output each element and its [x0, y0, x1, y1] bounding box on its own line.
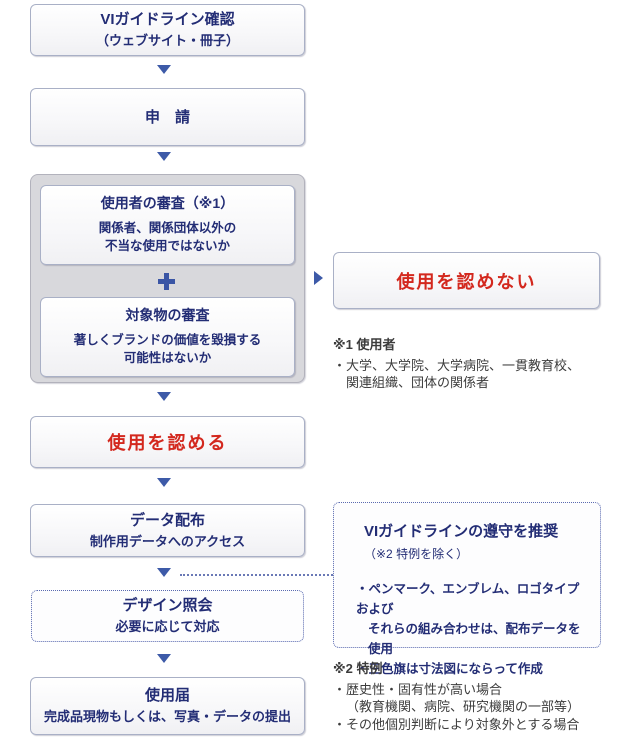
recommendation-bullets: ・ペンマーク、エンブレム、ロゴタイプおよび それらの組み合わせは、配布データを使…	[356, 579, 588, 679]
step-title: 使用届	[144, 687, 190, 705]
note-2: ※2 特例 ・歴史性・固有性が高い場合 （教育機関、病院、研究機関の一部等） ・…	[333, 660, 613, 733]
arrow-down-icon	[157, 65, 171, 74]
note-line: ・大学、大学院、大学病院、一貫教育校、	[333, 357, 581, 373]
dotted-connector-line	[180, 574, 333, 576]
recommendation-box: VIガイドラインの遵守を推奨 （※2 特例を除く） ・ペンマーク、エンブレム、ロ…	[333, 502, 601, 676]
step-title: 使用者の審査（※1）	[100, 194, 235, 211]
note-line: （教育機関、病院、研究機関の一部等）	[346, 699, 581, 714]
step-title: 申 請	[144, 108, 190, 126]
step-subtitle: 完成品現物もしくは、写真・データの提出	[43, 709, 291, 725]
step-design-inquiry-box: デザイン照会 必要に応じて対応	[31, 590, 304, 642]
step-user-review-box: 使用者の審査（※1） 関係者、関係団体以外の 不当な使用ではないか	[40, 185, 295, 265]
approve-label: 使用を認める	[107, 433, 228, 453]
step-application-box: 申 請	[30, 88, 305, 146]
arrow-down-icon	[157, 478, 171, 487]
step-usage-report-box: 使用届 完成品現物もしくは、写真・データの提出	[30, 677, 305, 735]
result-approve-box: 使用を認める	[30, 416, 305, 468]
arrow-down-icon	[157, 152, 171, 161]
step-title: VIガイドライン確認	[100, 11, 235, 29]
step-body-line: 不当な使用ではないか	[104, 239, 230, 254]
step-body: 著しくブランドの価値を毀損する 可能性はないか	[74, 331, 262, 369]
note-line: 関連組織、団体の関係者	[346, 375, 490, 390]
bullet-line: それらの組み合わせは、配布データを使用	[368, 622, 581, 656]
step-object-review-box: 対象物の審査 著しくブランドの価値を毀損する 可能性はないか	[40, 297, 295, 377]
note-1: ※1 使用者 ・大学、大学院、大学病院、一貫教育校、 関連組織、団体の関係者	[333, 336, 613, 392]
step-subtitle: 制作用データへのアクセス	[89, 533, 246, 549]
note-line: ・その他個別判断により対象外とする場合	[333, 716, 580, 732]
step-body-line: 著しくブランドの価値を毀損する	[73, 332, 262, 347]
step-body-line: 関係者、関係団体以外の	[98, 220, 237, 235]
result-deny-box: 使用を認めない	[333, 252, 600, 309]
step-data-distribution-box: データ配布 制作用データへのアクセス	[30, 504, 305, 557]
note-heading: ※2 特例	[333, 661, 383, 676]
plus-icon	[158, 273, 175, 290]
step-body-line: 可能性はないか	[123, 351, 212, 366]
step-body: 関係者、関係団体以外の 不当な使用ではないか	[99, 219, 237, 257]
arrow-down-icon	[157, 568, 171, 577]
step-guideline-check-box: VIガイドライン確認 （ウェブサイト・冊子）	[30, 4, 305, 56]
step-title: デザイン照会	[122, 597, 213, 615]
deny-label: 使用を認めない	[396, 271, 537, 292]
recommendation-title: VIガイドラインの遵守を推奨	[364, 523, 559, 540]
step-title: 対象物の審査	[125, 306, 210, 323]
note-heading: ※1 使用者	[333, 337, 396, 352]
bullet-line: ・三色旗は寸法図にならって作成	[356, 662, 543, 676]
recommendation-condition: （※2 特例を除く）	[364, 547, 469, 561]
arrow-down-icon	[157, 654, 171, 663]
arrow-down-icon	[157, 392, 171, 401]
bullet-line: ・ペンマーク、エンブレム、ロゴタイプおよび	[356, 582, 580, 616]
note-line: ・歴史性・固有性が高い場合	[333, 681, 503, 697]
step-subtitle: 必要に応じて対応	[115, 619, 220, 635]
step-subtitle: （ウェブサイト・冊子）	[95, 33, 239, 49]
step-title: データ配布	[129, 511, 205, 529]
arrow-right-icon	[314, 271, 323, 285]
